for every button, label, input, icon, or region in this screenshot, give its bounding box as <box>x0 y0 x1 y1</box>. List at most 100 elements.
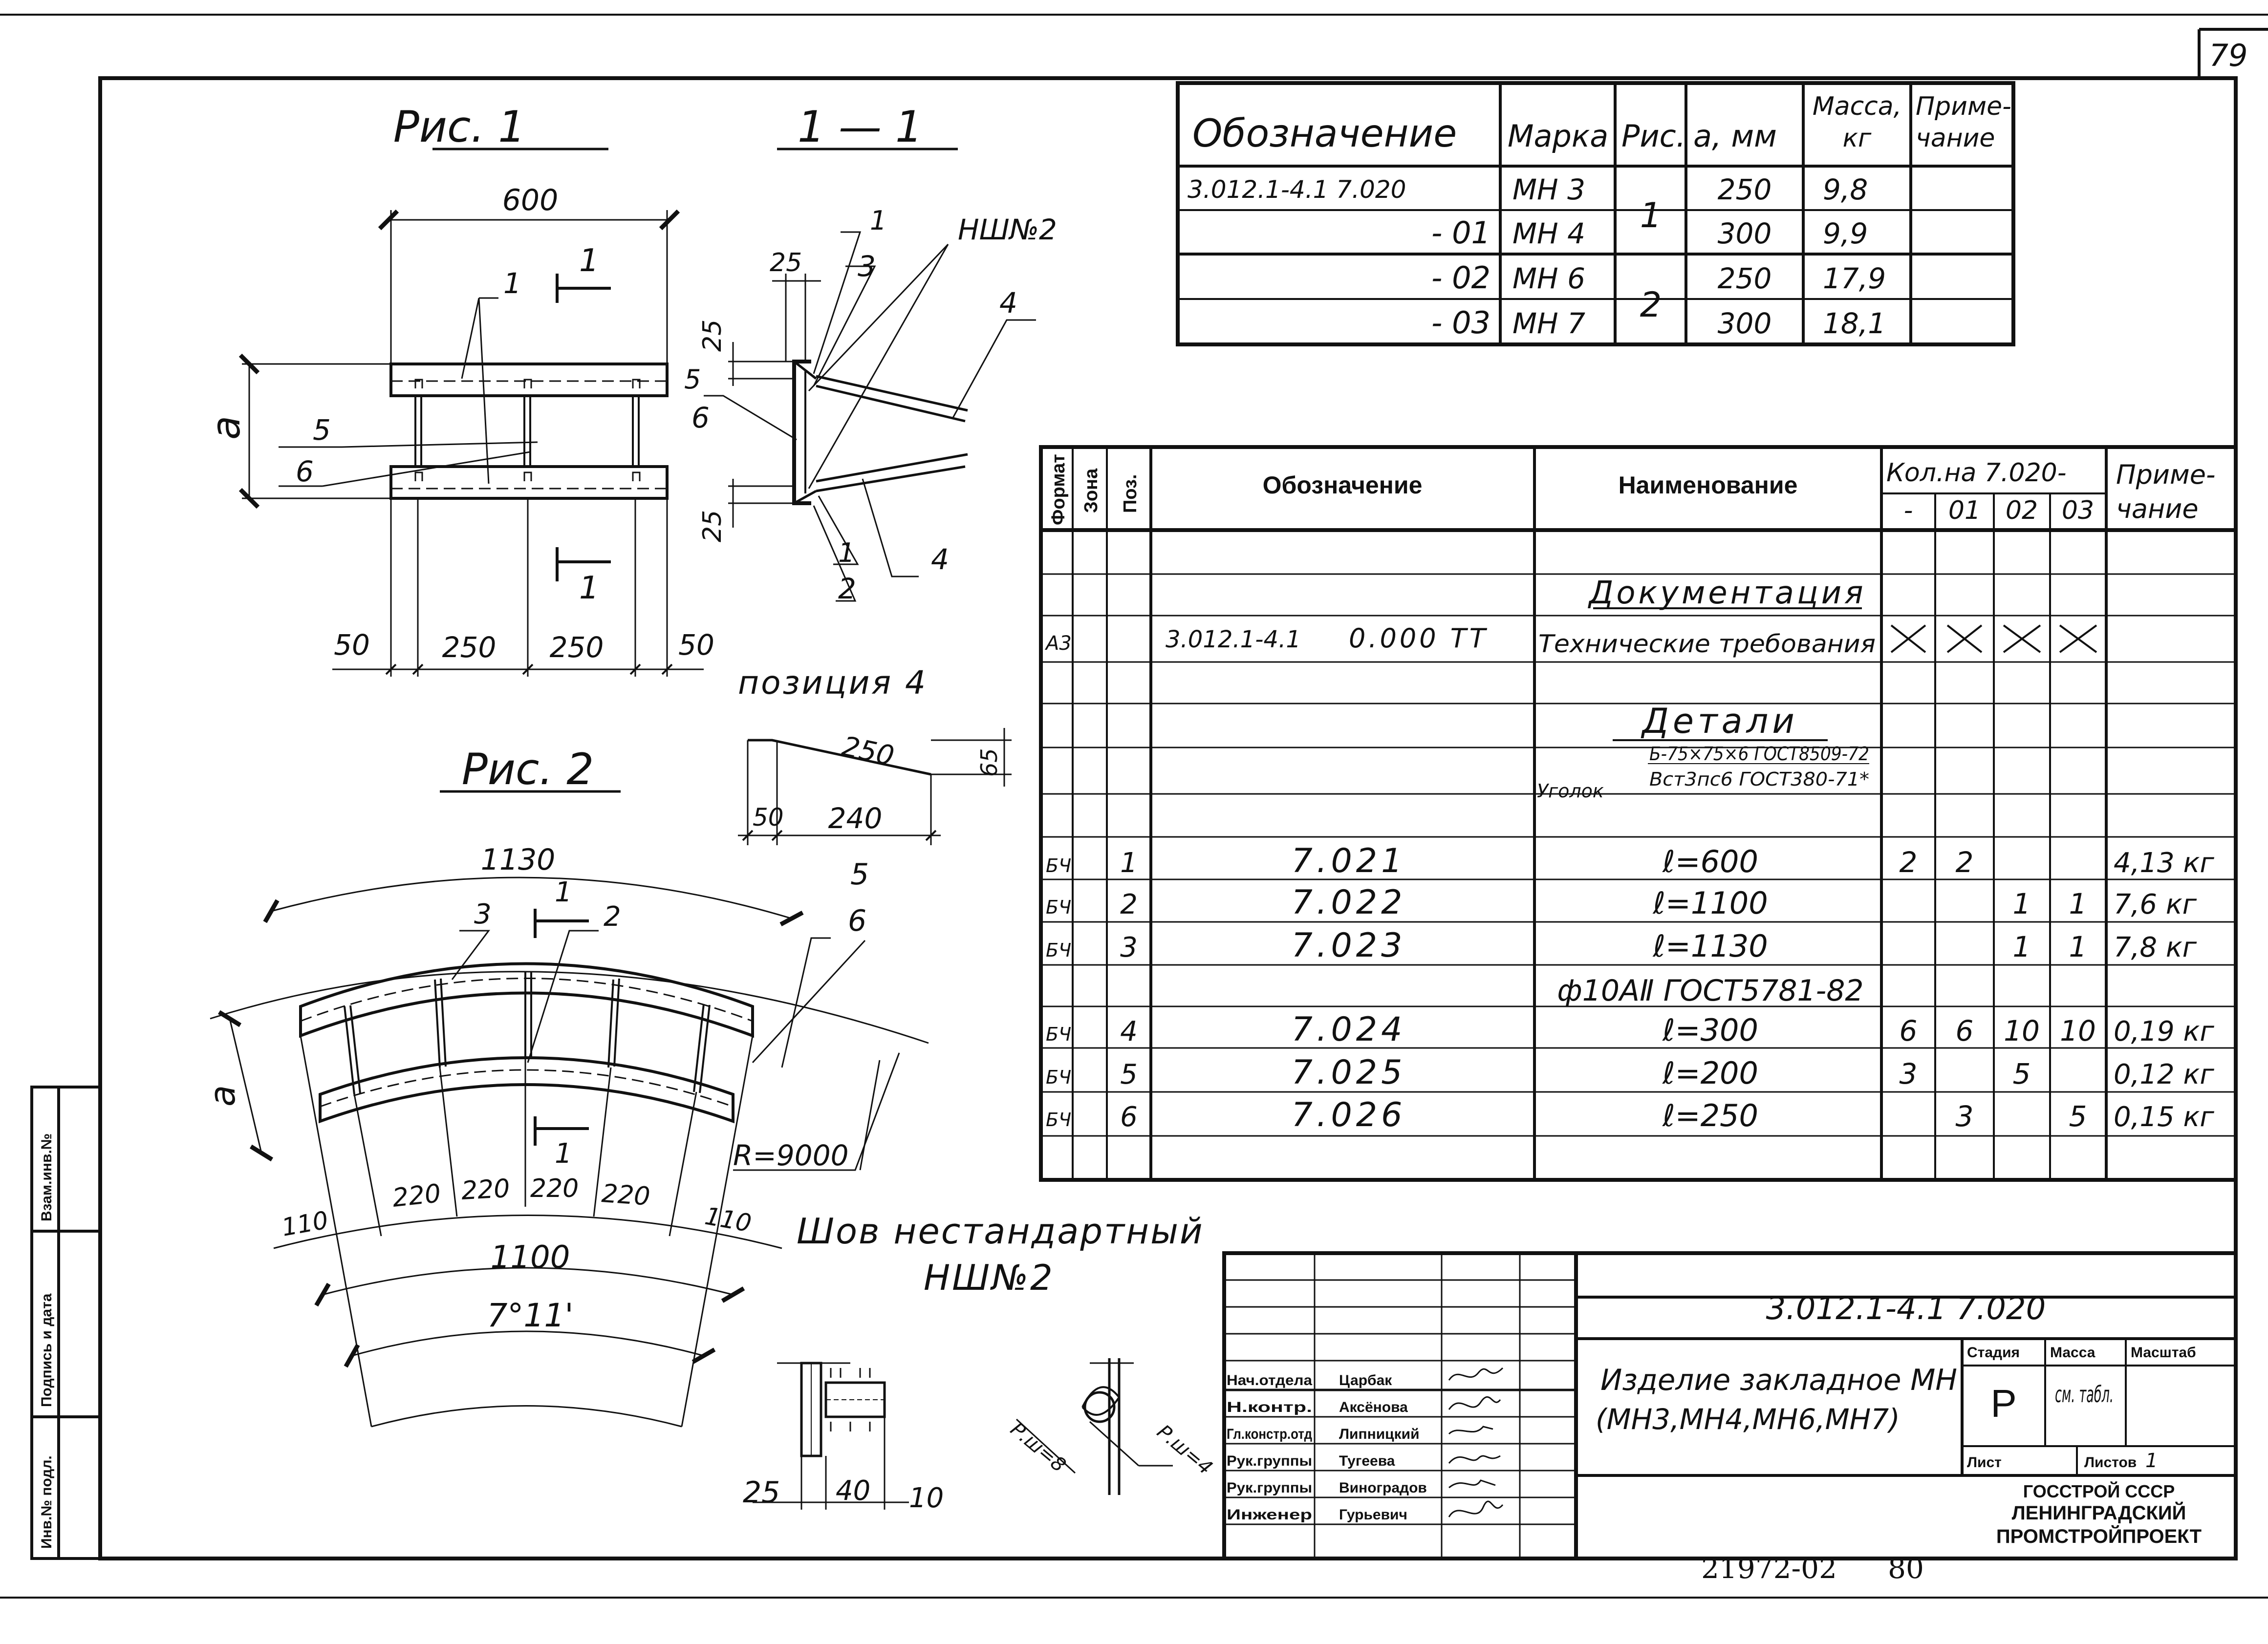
spec-row-qty: 2 <box>1900 846 1918 879</box>
spec-row-name: ℓ=250 <box>1662 1098 1758 1133</box>
spec-row-qty: 2 <box>1956 846 1974 879</box>
spec-row-name: ℓ=200 <box>1662 1055 1758 1091</box>
tb-mass-value: см. табл. <box>2055 1381 2114 1408</box>
st-section-docs: Документация <box>1587 575 1866 611</box>
fig2-callout-2: 2 <box>604 901 621 933</box>
tb-sheets-label: Листов <box>2084 1454 2137 1471</box>
st-angle-top: Б-75×75×6 ГОСТ8509-72 <box>1649 743 1869 765</box>
fig2-dim-bottom-1: 220 <box>391 1179 442 1213</box>
spec-row-note: 7,8 кг <box>2114 932 2197 963</box>
spec-row-qty: 1 <box>2013 887 2031 920</box>
spec-row-qty: 6 <box>1956 1014 1974 1047</box>
spec-row-note: 0,19 кг <box>2114 1016 2214 1047</box>
st-header-qty-col-1: 01 <box>1948 496 1981 525</box>
vt-row4-mass: 18,1 <box>1823 307 1886 340</box>
vt-row1-mark: МН 3 <box>1512 173 1585 206</box>
tb-staff-role: Рук.группы <box>1227 1480 1312 1496</box>
tb-product-line1: Изделие закладное МН <box>1600 1363 1957 1397</box>
section11-callout-5: 5 <box>684 364 701 395</box>
spec-row-note: 7,6 кг <box>2114 889 2197 920</box>
vt-header-mass-unit: кг <box>1843 124 1872 153</box>
fig2-dim-bottom-4: 220 <box>601 1179 651 1212</box>
spec-row-designation: 7.022 <box>1292 883 1406 922</box>
section-1-1: 1 — 1 <box>704 102 1036 602</box>
section11-callout-2: 2 <box>838 572 856 605</box>
tb-sheet-label: Лист <box>1967 1454 2002 1471</box>
st-section-parts: Детали <box>1641 701 1798 741</box>
tb-sheets-value: 1 <box>2145 1450 2158 1472</box>
spec-row-designation: 7.021 <box>1292 842 1406 880</box>
fig2-dim-arc-bottom: 1100 <box>491 1239 570 1276</box>
spec-row-pos: 2 <box>1120 889 1138 920</box>
st-header-pos: Поз. <box>1120 474 1141 513</box>
spec-row-note: 4,13 кг <box>2114 847 2214 879</box>
spec-row-qty: 6 <box>1900 1014 1918 1047</box>
vt-row2-designation: - 01 <box>1431 215 1490 251</box>
st-header-zone: Зона <box>1081 468 1102 513</box>
section11-callout-4a: 4 <box>999 286 1017 320</box>
section11-dim-25-left-top: 25 <box>698 320 727 352</box>
stamp-label-old-inv: Инв.№ подл. <box>39 1455 55 1549</box>
fig2-dim-bottom-3: 220 <box>530 1174 579 1203</box>
fig1-section-mark-bottom: 1 <box>579 570 599 606</box>
weld-label-4: Р.ш=4 <box>1153 1420 1217 1479</box>
page-number: 79 <box>2209 38 2248 73</box>
st-header-name: Наименование <box>1619 471 1798 499</box>
stamp-label-sign-date: Подпись и дата <box>39 1293 55 1407</box>
tb-org-line1: ГОССТРОЙ СССР <box>2023 1481 2175 1501</box>
figure-2: Рис. 2 <box>210 744 929 1428</box>
spec-row-name: ℓ=600 <box>1662 844 1758 879</box>
vt-header-fig: Рис. <box>1621 118 1685 154</box>
fig2-dim-height: a <box>202 1085 243 1107</box>
st-header-note: Приме- <box>2116 459 2215 490</box>
pos4-dim-250: 250 <box>839 730 897 772</box>
st-header-format: Формат <box>1048 454 1069 525</box>
spec-row-designation: 7.024 <box>1292 1010 1406 1049</box>
fig2-section-mark-top: 1 <box>555 876 572 908</box>
tb-document-code: 3.012.1-4.1 7.020 <box>1766 1291 2046 1327</box>
fig2-callout-3: 3 <box>474 898 492 930</box>
vt-row3-designation: - 02 <box>1431 260 1490 296</box>
tb-mass-label: Масса <box>2050 1345 2095 1361</box>
weld-title-line1: Шов нестандартный <box>797 1211 1204 1252</box>
tb-stage-label: Стадия <box>1967 1345 2020 1361</box>
tb-staff-name: Тугеева <box>1339 1453 1395 1469</box>
pos4-dim-240: 240 <box>828 802 883 835</box>
pos4-dim-50: 50 <box>753 803 784 832</box>
spec-row-qty: 10 <box>2004 1014 2040 1047</box>
spec-row-note: 0,15 кг <box>2114 1101 2214 1133</box>
vt-header-note: Приме- <box>1916 92 2011 121</box>
section11-callout-1a: 1 <box>870 205 886 236</box>
spec-row-designation: 7.023 <box>1292 926 1406 965</box>
vt-fig-2: 2 <box>1640 285 1662 325</box>
spec-row-pos: 3 <box>1120 932 1138 963</box>
weld-dim-40: 40 <box>836 1475 870 1507</box>
vt-row4-mark: МН 7 <box>1512 307 1585 340</box>
weld-label-8: Р.ш=8 <box>1006 1418 1070 1476</box>
tb-staff-name: Виноградов <box>1339 1480 1427 1496</box>
st-header-qty: Кол.на 7.020- <box>1886 458 2067 488</box>
stamp-label-replace-inv: Взам.инв.№ <box>39 1133 55 1221</box>
spec-row-qty: 1 <box>2013 930 2031 963</box>
spec-row-format: БЧ <box>1046 897 1071 918</box>
spec-row-format: БЧ <box>1046 939 1071 961</box>
fig2-section-mark-bottom: 1 <box>555 1138 572 1170</box>
footer-page: 80 <box>1888 1552 1924 1585</box>
vt-header-designation: Обозначение <box>1192 112 1457 156</box>
vt-row1-a: 250 <box>1718 173 1772 206</box>
weld-detail <box>753 1358 1173 1510</box>
tb-staff-role: Рук.группы <box>1227 1453 1312 1469</box>
vt-header-mass: Масса, <box>1813 92 1901 121</box>
st-angle-bottom: Вст3пс6 ГОСТ380-71* <box>1649 769 1869 790</box>
tb-product-line2: (МН3,МН4,МН6,МН7) <box>1596 1403 1900 1436</box>
sheet-frame <box>0 14 2268 1599</box>
spec-row-qty: 1 <box>2069 930 2087 963</box>
spec-row-note: 0,12 кг <box>2114 1059 2214 1090</box>
spec-row-pos: 4 <box>1120 1016 1138 1047</box>
section11-weld-label: НШ№2 <box>958 213 1057 246</box>
fig1-title: Рис. 1 <box>393 102 526 152</box>
vt-row4-a: 300 <box>1718 307 1772 340</box>
fig2-title: Рис. 2 <box>462 744 594 794</box>
